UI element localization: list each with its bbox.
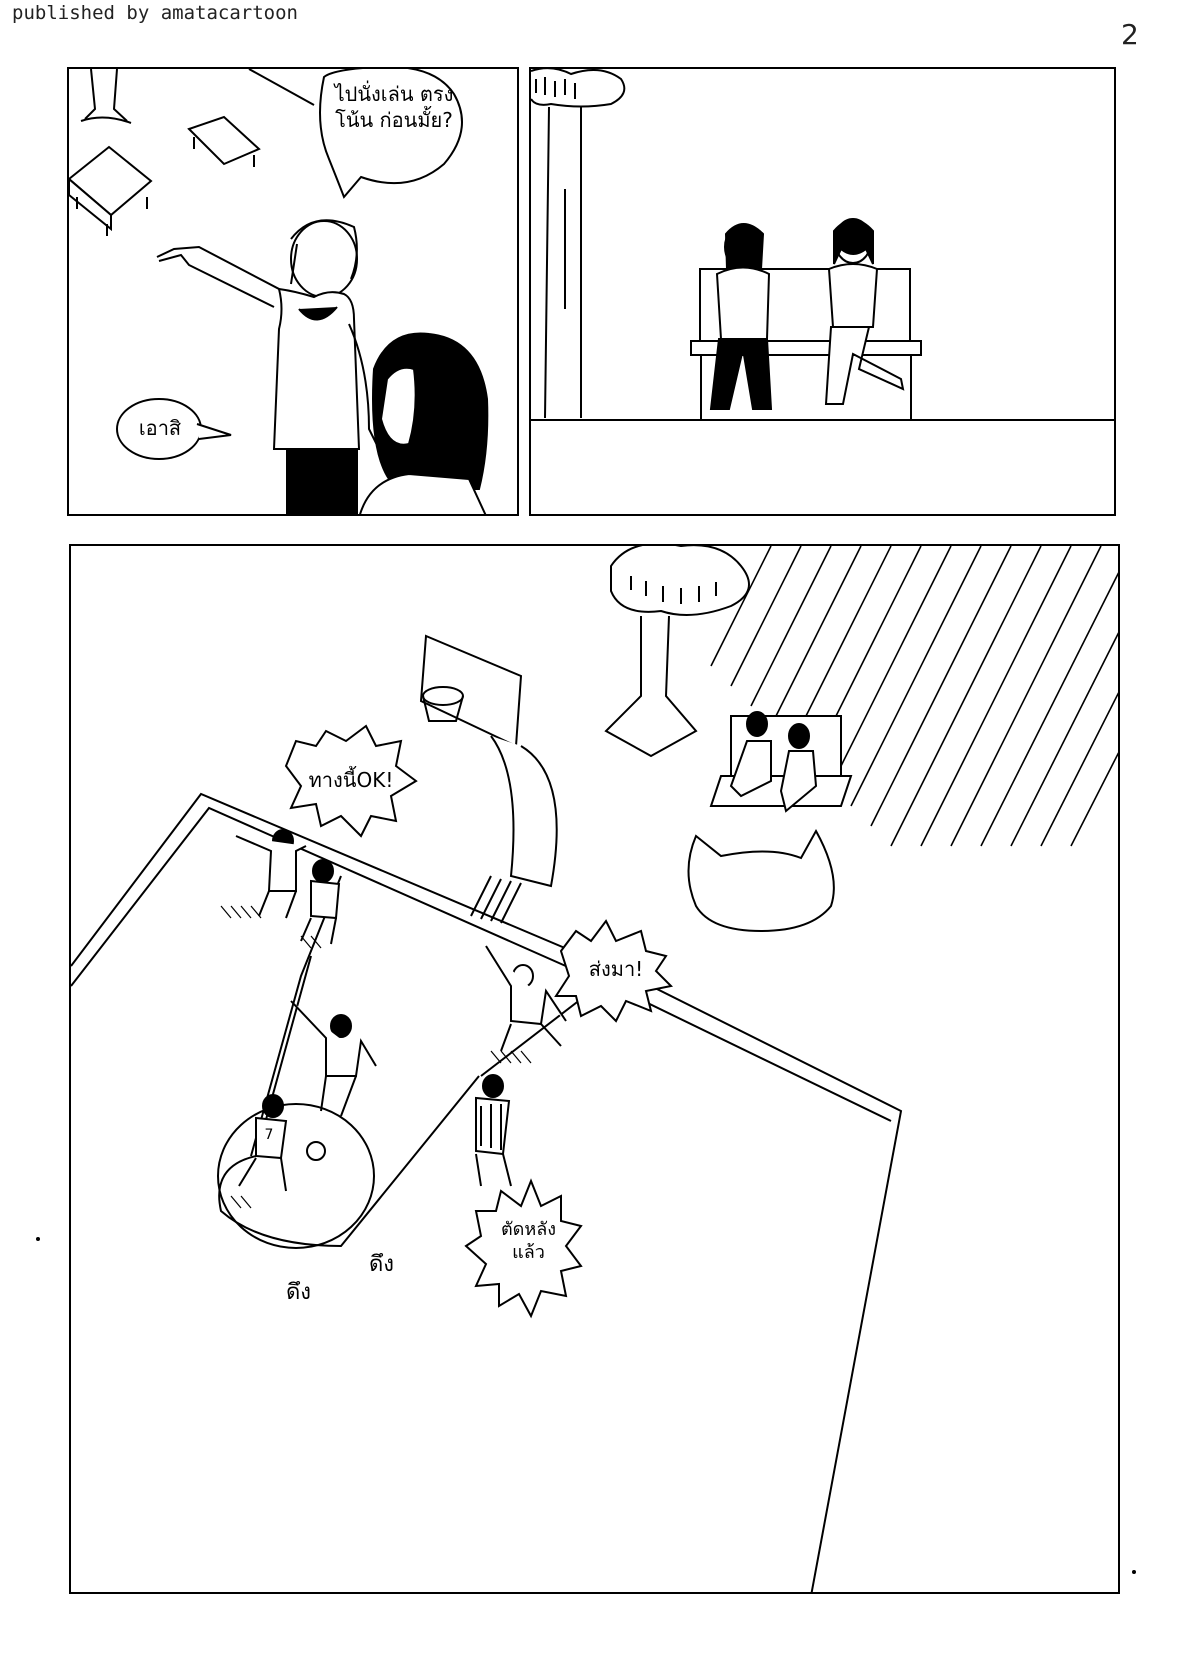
- shout-bubble-right: [554, 919, 674, 1023]
- shout-text-left: ทางนี้OK!: [308, 768, 394, 792]
- shout-bubble-bottom: [464, 1178, 583, 1319]
- panel-1: ไปนั่งเล่น ตรงโน้น ก่อนมั้ย? เอาสิ: [67, 67, 519, 516]
- shout-text-right: ส่งมา!: [588, 957, 644, 981]
- sound-effect-2: ดึง: [369, 1252, 395, 1277]
- panel-1-illustration: [69, 69, 489, 514]
- tree: [604, 546, 750, 758]
- speech-text-bottom: เอาสิ: [138, 416, 182, 440]
- player-4-dribbler: [238, 1094, 326, 1192]
- player-3: [290, 1000, 377, 1117]
- tree: [531, 69, 626, 419]
- player-6: [475, 1074, 512, 1187]
- sitting-girl-left: [709, 223, 773, 410]
- player-5: [485, 945, 567, 1052]
- jersey-number: 7: [264, 1127, 274, 1143]
- speech-text-top: ไปนั่งเล่น ตรงโน้น ก่อนมั้ย?: [334, 82, 454, 132]
- stray-mark: [36, 1237, 40, 1241]
- stray-mark: [1132, 1570, 1136, 1574]
- speech-bubble-top: [319, 69, 463, 199]
- sound-effect-1: ดึง: [286, 1280, 312, 1305]
- shout-bubble-left: [284, 724, 418, 838]
- shadow-hatching: [220, 905, 532, 1209]
- speech-bubble-bottom: [116, 398, 232, 460]
- publisher-credit: published by amatacartoon: [12, 2, 298, 24]
- panel-3: ทางนี้OK! ส่งมา! ตัดหลังแล้ว ดึง ดึง 7: [69, 544, 1120, 1594]
- park-scene: [69, 69, 315, 236]
- hatching: [710, 546, 1118, 847]
- page-number: 2: [1121, 18, 1139, 51]
- bench-and-sitters: [709, 711, 853, 813]
- basketball-hoop: [419, 634, 558, 924]
- panel-2: [529, 67, 1116, 516]
- player-1: [235, 829, 307, 919]
- players: [235, 829, 567, 1192]
- sitting-girl-right: [824, 218, 905, 405]
- dark-haired-girl: [359, 332, 489, 514]
- player-2: [300, 859, 341, 945]
- panel-2-illustration: [531, 69, 1114, 421]
- thought-bubble: [687, 828, 835, 933]
- panel-3-illustration: [71, 546, 1118, 1592]
- shout-text-bottom: ตัดหลังแล้ว: [500, 1219, 557, 1264]
- pointing-woman: [156, 219, 380, 514]
